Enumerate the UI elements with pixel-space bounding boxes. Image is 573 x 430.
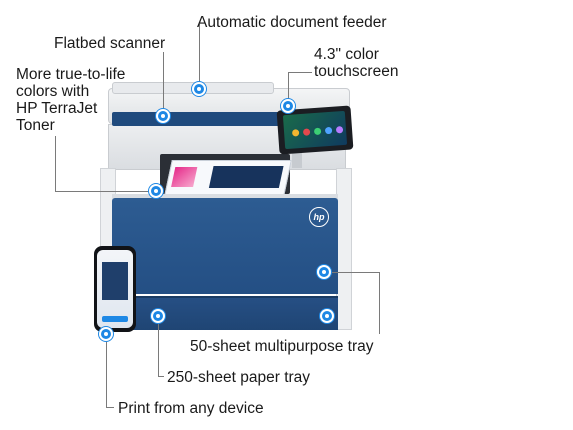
leader-line-tray-v bbox=[158, 316, 159, 376]
printed-page-chart bbox=[208, 166, 284, 188]
phone-app-preview bbox=[102, 262, 128, 300]
front-door bbox=[112, 198, 338, 294]
phone-screen bbox=[97, 250, 133, 328]
touchscreen-display bbox=[282, 110, 348, 150]
touchscreen-panel bbox=[276, 105, 354, 155]
leader-line-toner-v bbox=[55, 136, 56, 192]
hotspot-mp-tray-lower[interactable] bbox=[322, 311, 332, 321]
label-mp-tray: 50-sheet multipurpose tray bbox=[190, 338, 374, 355]
app-icon bbox=[335, 126, 344, 134]
leader-line-tray-h bbox=[158, 376, 164, 377]
label-toner: More true-to-life colors with HP TerraJe… bbox=[16, 66, 126, 134]
leader-line-touch-v bbox=[288, 72, 289, 106]
scanner-accent-band bbox=[112, 112, 288, 126]
app-icon bbox=[313, 127, 322, 136]
label-adf: Automatic document feeder bbox=[197, 14, 387, 31]
hotspot-paper-tray[interactable] bbox=[153, 311, 163, 321]
leader-line-touch-h bbox=[288, 72, 312, 73]
leader-line-mobile-v bbox=[106, 334, 107, 408]
hotspot-mp-tray[interactable] bbox=[319, 267, 329, 277]
side-panel-right bbox=[336, 168, 352, 330]
hotspot-flatbed[interactable] bbox=[158, 111, 168, 121]
leader-line-mobile-h bbox=[106, 407, 114, 408]
leader-line-mp-h bbox=[324, 272, 380, 273]
hotspot-mobile[interactable] bbox=[101, 329, 111, 339]
label-paper-tray: 250-sheet paper tray bbox=[167, 369, 311, 386]
leader-line-toner-h bbox=[55, 191, 156, 192]
leader-line-adf bbox=[199, 24, 200, 88]
paper-tray-drawer bbox=[112, 296, 338, 330]
leader-line-flatbed bbox=[163, 52, 164, 116]
leader-line-mp-v bbox=[379, 272, 380, 334]
label-flatbed: Flatbed scanner bbox=[54, 35, 166, 52]
hp-logo: hp bbox=[309, 207, 329, 227]
label-touchscreen: 4.3" color touchscreen bbox=[314, 46, 399, 80]
hotspot-touchscreen[interactable] bbox=[283, 101, 293, 111]
printed-page-photo bbox=[171, 167, 198, 187]
hotspot-adf[interactable] bbox=[194, 84, 204, 94]
front-top-trim bbox=[112, 194, 338, 200]
printed-page bbox=[164, 160, 292, 196]
app-icon bbox=[291, 129, 300, 137]
label-mobile: Print from any device bbox=[118, 400, 264, 417]
app-icon bbox=[324, 126, 333, 135]
smartphone bbox=[94, 246, 136, 332]
phone-print-button bbox=[102, 316, 128, 322]
hotspot-toner[interactable] bbox=[151, 186, 161, 196]
app-icon bbox=[302, 128, 311, 136]
adf-tray bbox=[112, 82, 274, 94]
